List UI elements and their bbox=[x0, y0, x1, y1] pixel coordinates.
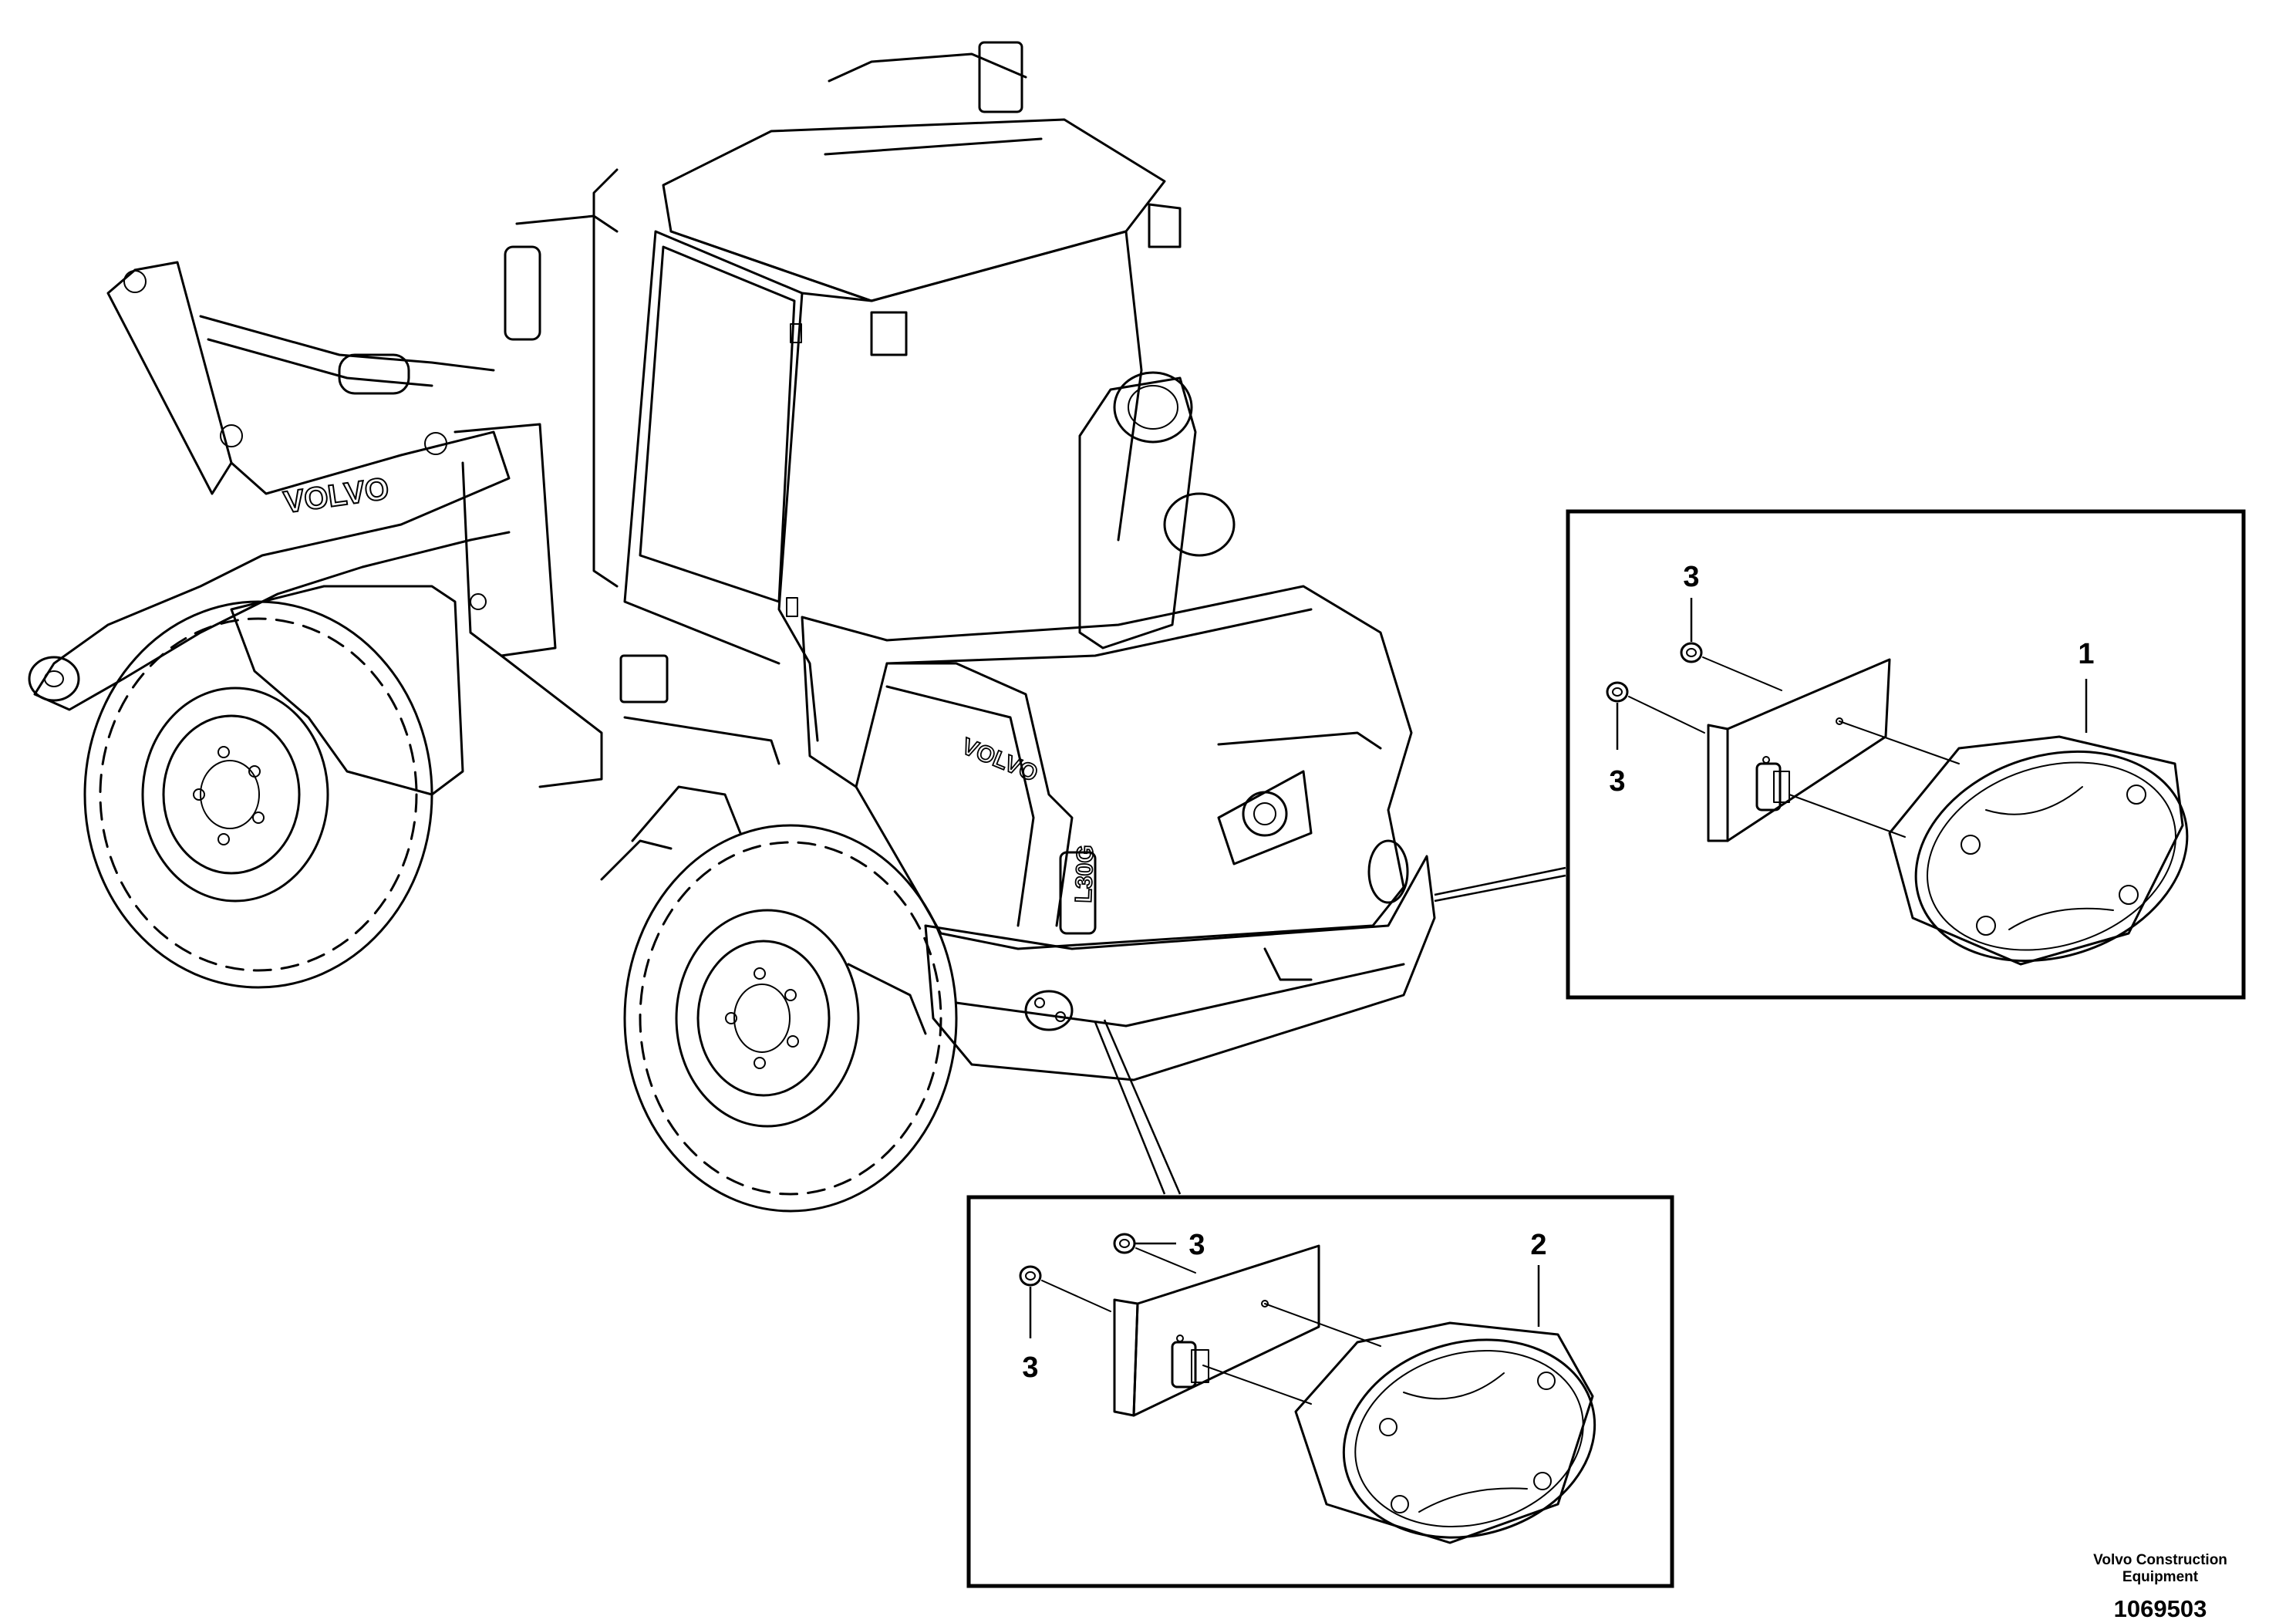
callout-upper-nut-b: 3 bbox=[1609, 765, 1625, 798]
machine-rear-lamp bbox=[1367, 839, 1409, 904]
callout-lower-nut-a: 3 bbox=[1188, 1229, 1205, 1261]
lower-nut-a-icon bbox=[1113, 1233, 1136, 1254]
lower-detail-box: 3 3 2 bbox=[966, 1195, 1674, 1588]
exhaust-stack bbox=[1078, 371, 1236, 650]
front-wheel bbox=[83, 600, 433, 989]
callout-upper-lamp: 1 bbox=[2078, 638, 2094, 670]
upper-nut-a-icon bbox=[1680, 642, 1703, 663]
boom-brand-lettering: VOLVO bbox=[282, 471, 391, 520]
rear-counterweight bbox=[600, 785, 1436, 1081]
credit-line-2: Equipment bbox=[2122, 1569, 2199, 1585]
operator-cab bbox=[504, 41, 1182, 765]
engine-hood: VOLVO L30G bbox=[801, 585, 1413, 950]
upper-detail-box: 3 3 1 bbox=[1566, 509, 2246, 1000]
callout-upper-nut-a: 3 bbox=[1683, 561, 1699, 593]
document-number: 1069503 bbox=[2113, 1595, 2207, 1622]
rear-wheel bbox=[623, 824, 958, 1213]
lower-detail-leader bbox=[1094, 1019, 1182, 1195]
front-frame bbox=[230, 423, 603, 796]
upper-tail-lamp bbox=[1888, 735, 2189, 966]
callout-lower-nut-b: 3 bbox=[1022, 1351, 1038, 1384]
hood-brand-lettering: VOLVO bbox=[958, 734, 1041, 787]
callout-lower-lamp: 2 bbox=[1530, 1229, 1546, 1261]
lower-mounting-plate bbox=[1113, 1244, 1320, 1417]
credit-line-1: Volvo Construction bbox=[2093, 1552, 2227, 1568]
publisher-credit: Volvo Construction Equipment bbox=[2060, 1552, 2261, 1586]
wheel-loader-illustration: VOLVO bbox=[28, 41, 1436, 1213]
loader-boom: VOLVO bbox=[28, 261, 511, 711]
upper-nut-b-icon bbox=[1606, 681, 1629, 703]
model-badge-lettering: L30G bbox=[1071, 845, 1099, 903]
upper-mounting-plate bbox=[1707, 658, 1891, 842]
upper-detail-leader bbox=[1434, 866, 1566, 903]
lower-tail-lamp bbox=[1294, 1321, 1596, 1544]
lower-nut-b-icon bbox=[1019, 1265, 1042, 1287]
